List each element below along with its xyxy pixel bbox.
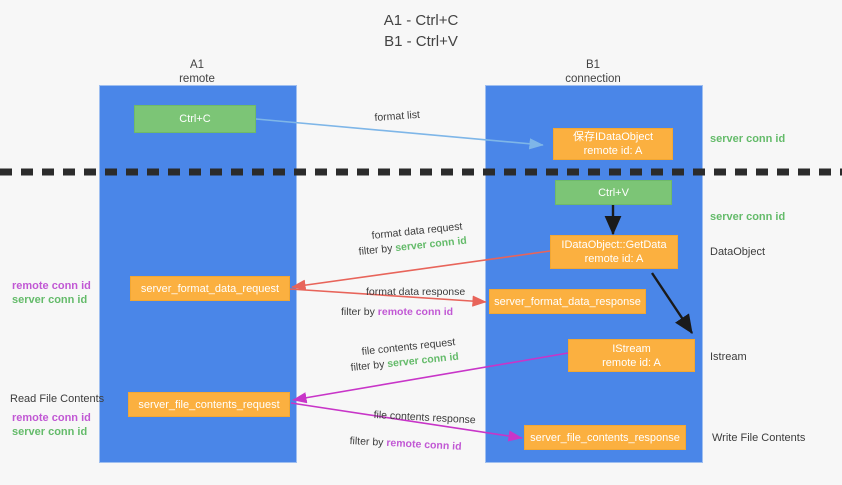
filter-prefix: filter by [358,242,396,258]
edge-label-format-list: format list [374,108,420,125]
remote-conn-id-emphasis: remote conn id [377,306,454,318]
node-save-idataobject[interactable]: 保存IDataObject remote id: A [553,128,673,160]
annotation-text: Read File Contents [10,393,105,405]
node-server-format-data-request[interactable]: server_format_data_request [130,276,290,301]
node-server-format-data-request-label: server_format_data_request [140,282,280,295]
edge-label-file-contents-response: file contents response [373,408,476,427]
node-idataobject-getdata[interactable]: IDataObject::GetData remote id: A [550,235,678,269]
title-line-2: B1 - Ctrl+V [384,33,458,50]
annotation-text: server conn id [710,133,786,145]
node-istream-label: IStream [612,342,651,355]
edge-label-file-contents-response-filter: filter by remote conn id [349,434,462,454]
edge-label-file-contents-response-text: file contents response [373,408,476,427]
edge-label-format-data-response: format data response [366,285,465,299]
annotation-remote-conn-id: remote conn id [12,280,91,292]
edge-label-format-data-response-filter: filter by remote conn id [341,305,453,319]
node-istream-sublabel: remote id: A [602,356,661,369]
node-save-idataobject-sublabel: remote id: A [583,145,643,157]
annotation-right-server-conn-id-1: server conn id [710,132,785,146]
annotation-left-read-file-contents: Read File Contents [10,392,104,406]
annotation-right-istream: Istream [710,350,747,364]
annotation-text: server conn id [710,211,786,223]
lane-a1-name: A1 [189,59,205,71]
annotation-text: Write File Contents [712,432,806,444]
node-ctrl-v[interactable]: Ctrl+V [555,180,672,205]
node-save-idataobject-label: 保存IDataObject [572,131,654,143]
node-server-format-data-response[interactable]: server_format_data_response [489,289,646,314]
node-istream[interactable]: IStream remote id: A [568,339,695,372]
lane-a1-subtitle: remote [179,73,215,85]
annotation-right-dataobject: DataObject [710,245,765,259]
remote-conn-id-emphasis: remote conn id [386,436,462,453]
edge-label-format-data-response-text: format data response [366,286,466,298]
lane-b1-name: B1 [585,59,601,71]
annotation-right-write-file-contents: Write File Contents [712,431,805,445]
node-server-file-contents-response[interactable]: server_file_contents_response [524,425,686,450]
edge-label-format-list-text: format list [374,108,421,124]
annotation-text: Istream [710,351,747,363]
node-idataobject-getdata-sublabel: remote id: A [584,253,644,265]
title-line-1: A1 - Ctrl+C [383,12,459,29]
filter-prefix: filter by [350,358,388,374]
annotation-server-conn-id: server conn id [12,294,88,306]
filter-prefix: filter by [349,434,387,449]
node-ctrl-v-label: Ctrl+V [598,186,629,199]
node-idataobject-getdata-label: IDataObject::GetData [561,239,667,251]
lane-header-a1: A1 remote [99,58,295,86]
annotation-remote-conn-id: remote conn id [12,412,91,424]
node-server-file-contents-request[interactable]: server_file_contents_request [128,392,290,417]
node-server-file-contents-response-label: server_file_contents_response [530,431,680,444]
lane-header-b1: B1 connection [485,58,701,86]
annotation-server-conn-id: server conn id [12,426,88,438]
annotation-left-conn-ids-2: remote conn id server conn id [12,411,91,439]
node-server-file-contents-request-label: server_file_contents_request [138,398,280,411]
annotation-left-conn-ids-1: remote conn id server conn id [12,279,91,307]
node-server-format-data-response-label: server_format_data_response [494,295,641,308]
filter-prefix: filter by [341,306,378,318]
node-ctrl-c[interactable]: Ctrl+C [134,105,256,133]
annotation-right-server-conn-id-2: server conn id [710,210,785,224]
lane-b1-subtitle: connection [565,73,621,85]
diagram-title: A1 - Ctrl+C B1 - Ctrl+V [0,10,842,52]
node-ctrl-c-label: Ctrl+C [179,113,211,125]
annotation-text: DataObject [710,246,766,258]
